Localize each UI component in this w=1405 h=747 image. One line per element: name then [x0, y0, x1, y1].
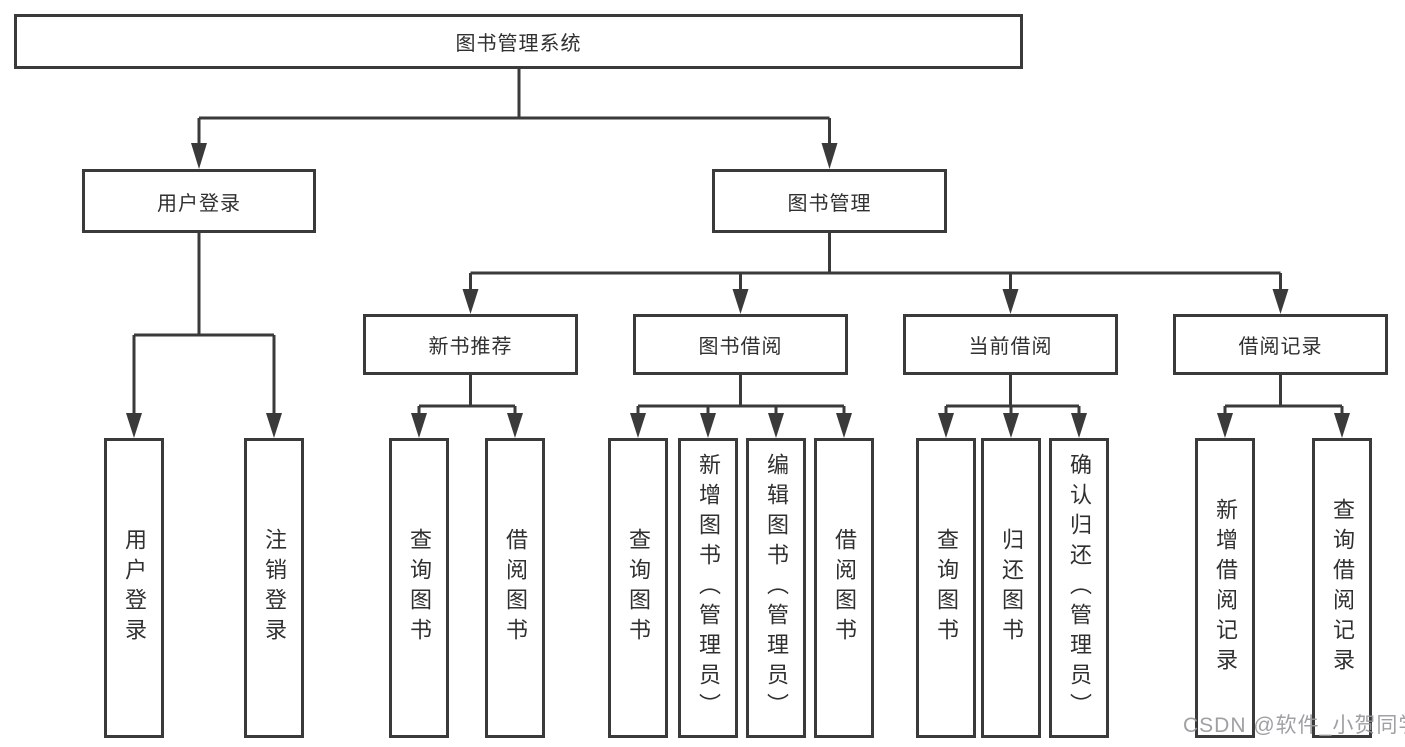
node-borrowing-records: 借阅记录	[1173, 314, 1388, 375]
leaf-search-books-current: 查询图书	[916, 438, 976, 738]
leaf-label: 借阅图书	[503, 528, 528, 648]
leaf-label: 新增图书（管理员）	[696, 453, 721, 723]
leaf-label: 用户登录	[122, 528, 147, 648]
arrowhead-icon	[1334, 413, 1350, 438]
edge-recommendation-to-leaves	[417, 375, 517, 417]
node-label: 当前借阅	[968, 336, 1053, 358]
node-label: 借阅记录	[1238, 336, 1323, 358]
node-library-management-system: 图书管理系统	[14, 14, 1023, 69]
arrowhead-icon	[462, 289, 479, 314]
leaf-search-borrow-record: 查询借阅记录	[1312, 438, 1372, 738]
arrowhead-icon	[411, 413, 427, 438]
leaf-label: 编辑图书（管理员）	[764, 453, 789, 723]
leaf-search-books-borrowing: 查询图书	[608, 438, 668, 738]
arrowhead-icon	[1217, 413, 1233, 438]
leaf-label: 归还图书	[999, 528, 1024, 648]
leaf-logout: 注销登录	[244, 438, 304, 738]
leaf-add-books-admin: 新增图书（管理员）	[678, 438, 738, 738]
leaf-label: 注销登录	[262, 528, 287, 648]
leaf-return-books: 归还图书	[981, 438, 1041, 738]
arrowhead-icon	[1002, 289, 1019, 314]
leaf-label: 确认归还（管理员）	[1067, 453, 1092, 723]
arrowhead-icon	[507, 413, 523, 438]
node-book-management: 图书管理	[712, 169, 947, 233]
edge-records-to-leaves	[1223, 375, 1344, 417]
leaf-label: 新增借阅记录	[1213, 498, 1238, 678]
leaf-borrow-books-recommendation: 借阅图书	[485, 438, 545, 738]
csdn-watermark: CSDN @软件_小贺同学	[1183, 714, 1405, 737]
arrowhead-icon	[938, 413, 954, 438]
arrowhead-icon	[836, 413, 852, 438]
leaf-label: 查询图书	[407, 528, 432, 648]
arrowhead-icon	[768, 413, 784, 438]
arrowhead-icon	[191, 143, 207, 169]
leaf-add-borrow-record: 新增借阅记录	[1195, 438, 1255, 738]
node-label: 图书管理系统	[455, 33, 582, 55]
leaf-label: 查询图书	[934, 528, 959, 648]
arrowhead-icon	[630, 413, 646, 438]
edge-root-to-level2	[197, 69, 831, 147]
node-label: 用户登录	[157, 192, 241, 215]
arrowhead-icon	[821, 143, 838, 169]
leaf-label: 查询借阅记录	[1330, 498, 1355, 678]
leaf-user-login: 用户登录	[104, 438, 164, 738]
arrowhead-icon	[1071, 413, 1087, 438]
edge-borrowing-to-leaves	[636, 375, 846, 417]
leaf-label: 借阅图书	[832, 528, 857, 648]
node-current-borrowing: 当前借阅	[903, 314, 1118, 375]
leaf-label: 查询图书	[626, 528, 651, 648]
leaf-confirm-return-admin: 确认归还（管理员）	[1049, 438, 1109, 738]
leaf-search-books-recommendation: 查询图书	[389, 438, 449, 738]
leaf-edit-books-admin: 编辑图书（管理员）	[746, 438, 806, 738]
node-new-book-recommendation: 新书推荐	[363, 314, 578, 375]
node-label: 图书管理	[787, 192, 872, 215]
arrowhead-icon	[126, 413, 142, 438]
arrowhead-icon	[266, 413, 282, 438]
node-book-borrowing: 图书借阅	[633, 314, 848, 375]
node-user-login: 用户登录	[82, 169, 316, 233]
arrowhead-icon	[1003, 413, 1019, 438]
node-label: 图书借阅	[698, 336, 783, 358]
edge-user-login-to-leaves	[132, 233, 276, 417]
arrowhead-icon	[700, 413, 716, 438]
arrowhead-icon	[1272, 289, 1289, 314]
edge-book-management-to-sections	[469, 233, 1282, 291]
node-label: 新书推荐	[428, 336, 513, 358]
arrowhead-icon	[732, 289, 749, 314]
leaf-borrow-books: 借阅图书	[814, 438, 874, 738]
edge-current-to-leaves	[944, 375, 1081, 417]
